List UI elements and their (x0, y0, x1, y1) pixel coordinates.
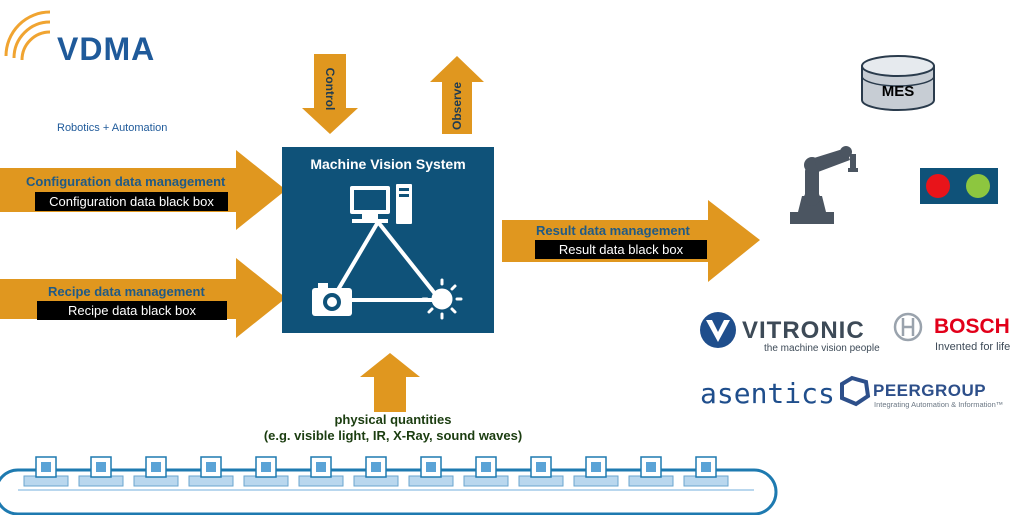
conveyor-item (78, 456, 124, 487)
physical-quantities-label: physical quantities (334, 412, 452, 427)
configuration-data-black-box: Configuration data black box (35, 192, 228, 211)
conveyor-item (188, 456, 234, 487)
conveyor-item (463, 456, 509, 487)
computer-icon (350, 184, 412, 224)
bosch-name: BOSCH (934, 315, 1010, 338)
conveyor-item (133, 456, 179, 487)
peergroup-tagline: Integrating Automation & Information™ (874, 400, 1004, 409)
light-source-icon (421, 278, 463, 320)
observe-arrow (430, 56, 484, 134)
vdma-subtitle: Robotics + Automation (57, 122, 168, 134)
bosch-tagline: Invented for life (935, 341, 1011, 353)
mes-label: MES (881, 83, 915, 100)
bosch-logo-icon (893, 312, 923, 342)
control-label: Control (323, 67, 337, 111)
machine-vision-system-title: Machine Vision System (310, 156, 466, 172)
recipe-data-management-label: Recipe data management (48, 284, 205, 299)
conveyor-item (628, 456, 674, 487)
configuration-data-management-label: Configuration data management (26, 174, 226, 189)
signal-light-box (920, 168, 998, 204)
conveyor-item (408, 456, 454, 487)
vitronic-logo-icon (700, 312, 736, 348)
vdma-logo: VDMA (57, 31, 156, 67)
control-arrow (302, 54, 358, 134)
physical-quantities-examples: (e.g. visible light, IR, X-Ray, sound wa… (263, 428, 523, 443)
conveyor-item (243, 456, 289, 487)
observe-label: Observe (450, 81, 464, 131)
mes-database-icon (861, 55, 935, 111)
camera-icon (312, 283, 352, 316)
peergroup-logo-icon (840, 375, 871, 407)
conveyor-item (573, 456, 619, 487)
peergroup-name: PEERGROUP (873, 381, 987, 400)
recipe-data-black-box: Recipe data black box (37, 301, 227, 320)
physical-arrow (360, 353, 420, 412)
vitronic-tagline: the machine vision people (764, 343, 880, 354)
result-data-black-box: Result data black box (535, 240, 707, 259)
vitronic-name: VITRONIC (742, 317, 865, 344)
asentics-name: asentics (700, 377, 835, 410)
configuration-arrow (0, 150, 286, 230)
conveyor-item (518, 456, 564, 487)
conveyor-item (353, 456, 399, 487)
robot-arm-icon (790, 146, 858, 224)
conveyor-item (298, 456, 344, 487)
vdma-arcs-icon (4, 10, 51, 61)
conveyor-item (23, 456, 69, 487)
result-data-management-label: Result data management (536, 223, 690, 238)
conveyor-item (683, 456, 729, 487)
vision-triangle (328, 218, 445, 302)
